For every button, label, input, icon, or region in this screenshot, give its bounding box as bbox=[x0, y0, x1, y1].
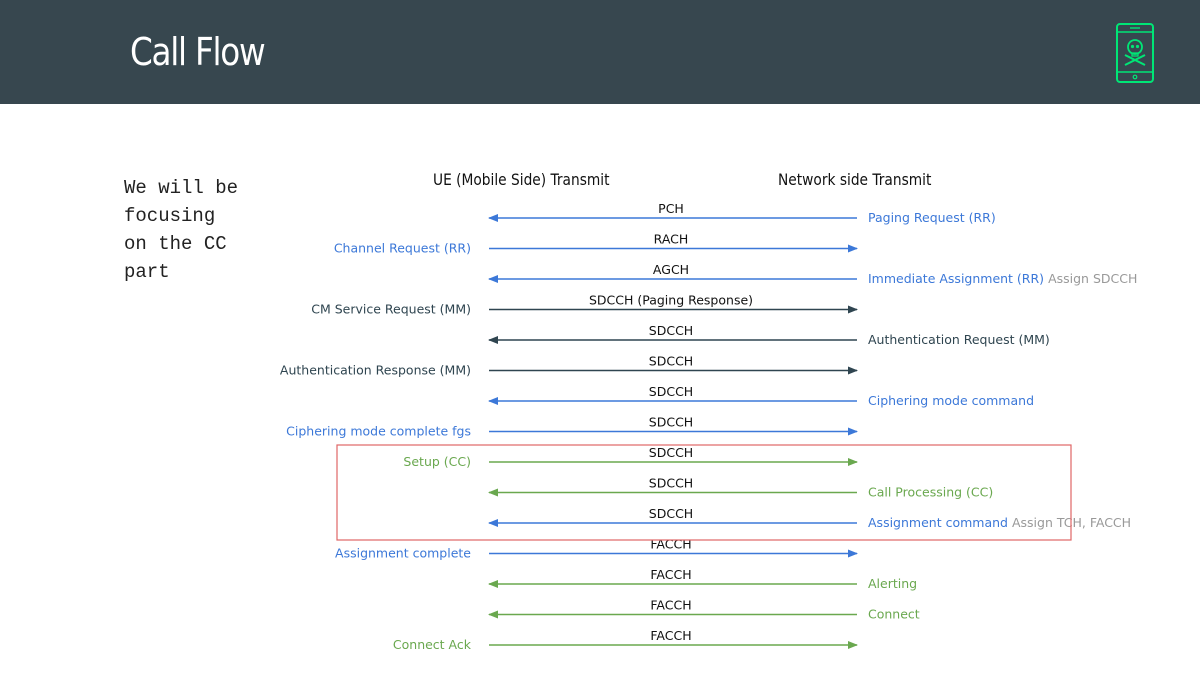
ue-message-label: Connect Ack bbox=[393, 637, 472, 652]
channel-label: SDCCH bbox=[649, 506, 693, 521]
channel-label: FACCH bbox=[650, 598, 691, 613]
channel-label: FACCH bbox=[650, 567, 691, 582]
ue-message-label: Assignment complete bbox=[335, 546, 471, 561]
channel-label: SDCCH bbox=[649, 323, 693, 338]
cc-highlight-box bbox=[336, 444, 1072, 541]
channel-label: SDCCH bbox=[649, 354, 693, 369]
channel-label: SDCCH (Paging Response) bbox=[589, 293, 753, 308]
network-message-label: Authentication Request (MM) bbox=[868, 332, 1050, 347]
channel-label: SDCCH bbox=[649, 476, 693, 491]
network-message-label: Immediate Assignment (RR) bbox=[868, 271, 1044, 286]
channel-label: FACCH bbox=[650, 537, 691, 552]
network-column-heading: Network side Transmit bbox=[778, 170, 932, 189]
network-message-label: Connect bbox=[868, 607, 920, 622]
slide-title: Call Flow bbox=[130, 30, 266, 74]
network-message-note: Assign SDCCH bbox=[1048, 271, 1137, 286]
channel-label: SDCCH bbox=[649, 384, 693, 399]
network-message-label: Call Processing (CC) bbox=[868, 485, 993, 500]
channel-label: FACCH bbox=[650, 628, 691, 643]
network-message-label: Ciphering mode command bbox=[868, 393, 1034, 408]
ue-message-label: Ciphering mode complete fgs bbox=[286, 424, 471, 439]
network-message-label: Paging Request (RR) bbox=[868, 210, 996, 225]
ue-message-label: Channel Request (RR) bbox=[334, 241, 471, 256]
channel-label: SDCCH bbox=[649, 445, 693, 460]
network-message-label: Assignment command bbox=[868, 515, 1008, 530]
slide-header: Call Flow bbox=[0, 0, 1200, 104]
channel-label: SDCCH bbox=[649, 415, 693, 430]
channel-label: AGCH bbox=[653, 262, 689, 277]
channel-label: RACH bbox=[654, 232, 689, 247]
ue-message-label: CM Service Request (MM) bbox=[311, 302, 471, 317]
channel-label: PCH bbox=[658, 201, 684, 216]
network-message-label: Alerting bbox=[868, 576, 917, 591]
ue-message-label: Authentication Response (MM) bbox=[280, 363, 471, 378]
ue-column-heading: UE (Mobile Side) Transmit bbox=[433, 170, 610, 189]
phone-skull-logo-icon bbox=[1116, 23, 1154, 83]
focus-note: We will be focusing on the CC part bbox=[124, 177, 239, 283]
ue-message-label: Setup (CC) bbox=[403, 454, 471, 469]
